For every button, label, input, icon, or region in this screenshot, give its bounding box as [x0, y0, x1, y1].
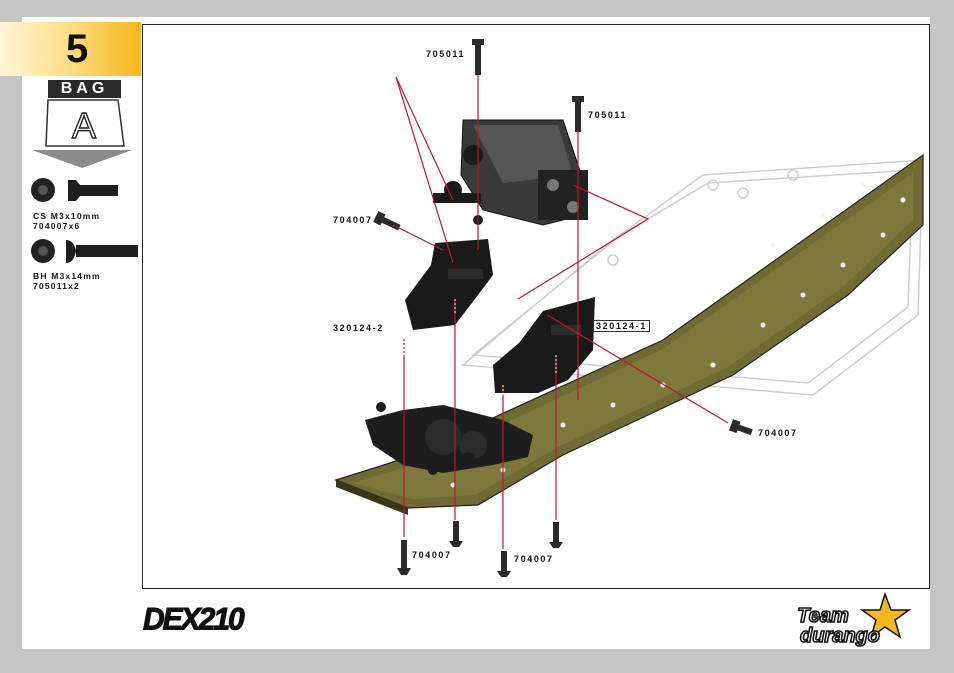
- servo: [433, 119, 588, 226]
- screw-left: [373, 211, 401, 231]
- screw-servo: [572, 96, 584, 132]
- callout-mount-right: 320124-1: [593, 320, 650, 332]
- assembly-illustration: [334, 39, 924, 577]
- button-head-screw-icon: [31, 239, 138, 263]
- bag-label: BAG: [48, 80, 121, 98]
- screw-bottom-left: [397, 540, 411, 575]
- servo-mount-left: [405, 239, 493, 330]
- team-durango-logo: Team durango: [796, 592, 912, 648]
- bag-letter: A: [72, 105, 96, 146]
- callout-screw-bottom-mid: 704007: [514, 554, 554, 564]
- callout-screw-servo: 705011: [588, 110, 628, 120]
- leader-lines: [392, 75, 729, 549]
- callout-screw-left: 704007: [333, 215, 373, 225]
- arrow-down-icon: [32, 150, 132, 168]
- callout-screw-right: 704007: [758, 428, 798, 438]
- screw-bottom-left-2: [449, 521, 463, 547]
- screw-top: [472, 39, 484, 75]
- hardware-bh-name: BH M3x14mm: [33, 271, 101, 281]
- bag-icon: A: [45, 99, 125, 147]
- hardware-cs-part: 704007x6: [33, 221, 81, 231]
- screw-bottom-right: [549, 522, 563, 548]
- callout-screw-bottom-left: 704007: [412, 550, 452, 560]
- hardware-bh-part: 705011x2: [33, 281, 80, 291]
- assembly-diagram: 705011 705011 704007 320124-2 320124-1 7…: [142, 24, 930, 589]
- callout-screw-top: 705011: [426, 49, 466, 59]
- countersunk-screw-icon: [31, 178, 118, 202]
- svg-text:Team: Team: [797, 605, 849, 627]
- step-number: 5: [66, 27, 89, 71]
- hardware-cs-name: CS M3x10mm: [33, 211, 101, 221]
- callout-mount-left: 320124-2: [333, 323, 384, 333]
- steering-assembly: [365, 402, 533, 475]
- dex210-logo: DEX210: [143, 602, 246, 638]
- servo-mount-right: [493, 297, 595, 393]
- screw-right: [728, 419, 753, 436]
- svg-text:durango: durango: [800, 625, 880, 647]
- step-tab: [0, 22, 141, 76]
- screw-bottom-mid: [497, 551, 511, 577]
